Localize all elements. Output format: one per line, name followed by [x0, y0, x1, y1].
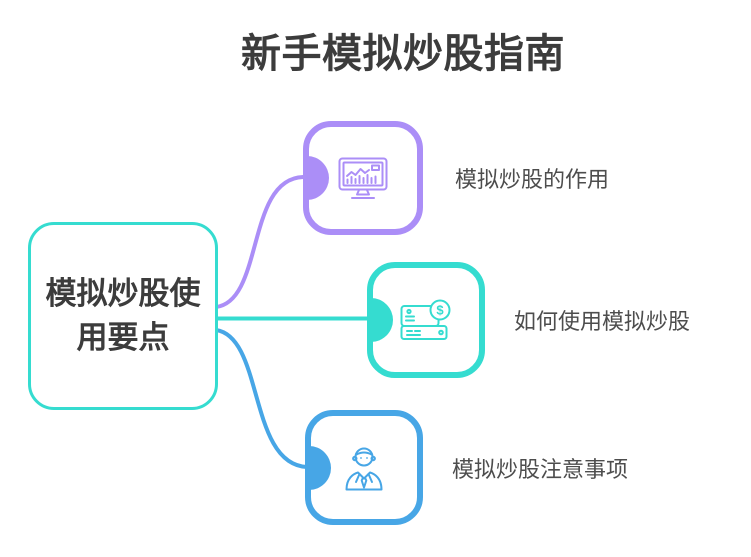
branch-node-role	[303, 121, 423, 235]
connector-branch-3	[214, 328, 309, 469]
page-title: 新手模拟炒股指南	[241, 32, 565, 76]
connector-branch-1	[214, 175, 305, 309]
branch-node-how-to: $	[367, 262, 485, 378]
root-node: 模拟炒股使用要点	[28, 222, 218, 410]
businessman-icon	[345, 447, 383, 490]
cash-register-icon: $	[400, 299, 451, 340]
root-node-label: 模拟炒股使用要点	[45, 275, 201, 355]
connector-bump	[305, 445, 331, 490]
branch-label-notes: 模拟炒股注意事项	[452, 456, 629, 482]
connector-bump	[367, 298, 393, 342]
branch-label-role: 模拟炒股的作用	[455, 167, 610, 192]
connector-bump	[303, 156, 329, 200]
branch-label-how-to: 如何使用模拟炒股	[514, 309, 691, 334]
branch-node-notes	[305, 410, 423, 525]
monitor-chart-icon	[338, 157, 388, 199]
dollar-symbol: $	[436, 303, 444, 318]
